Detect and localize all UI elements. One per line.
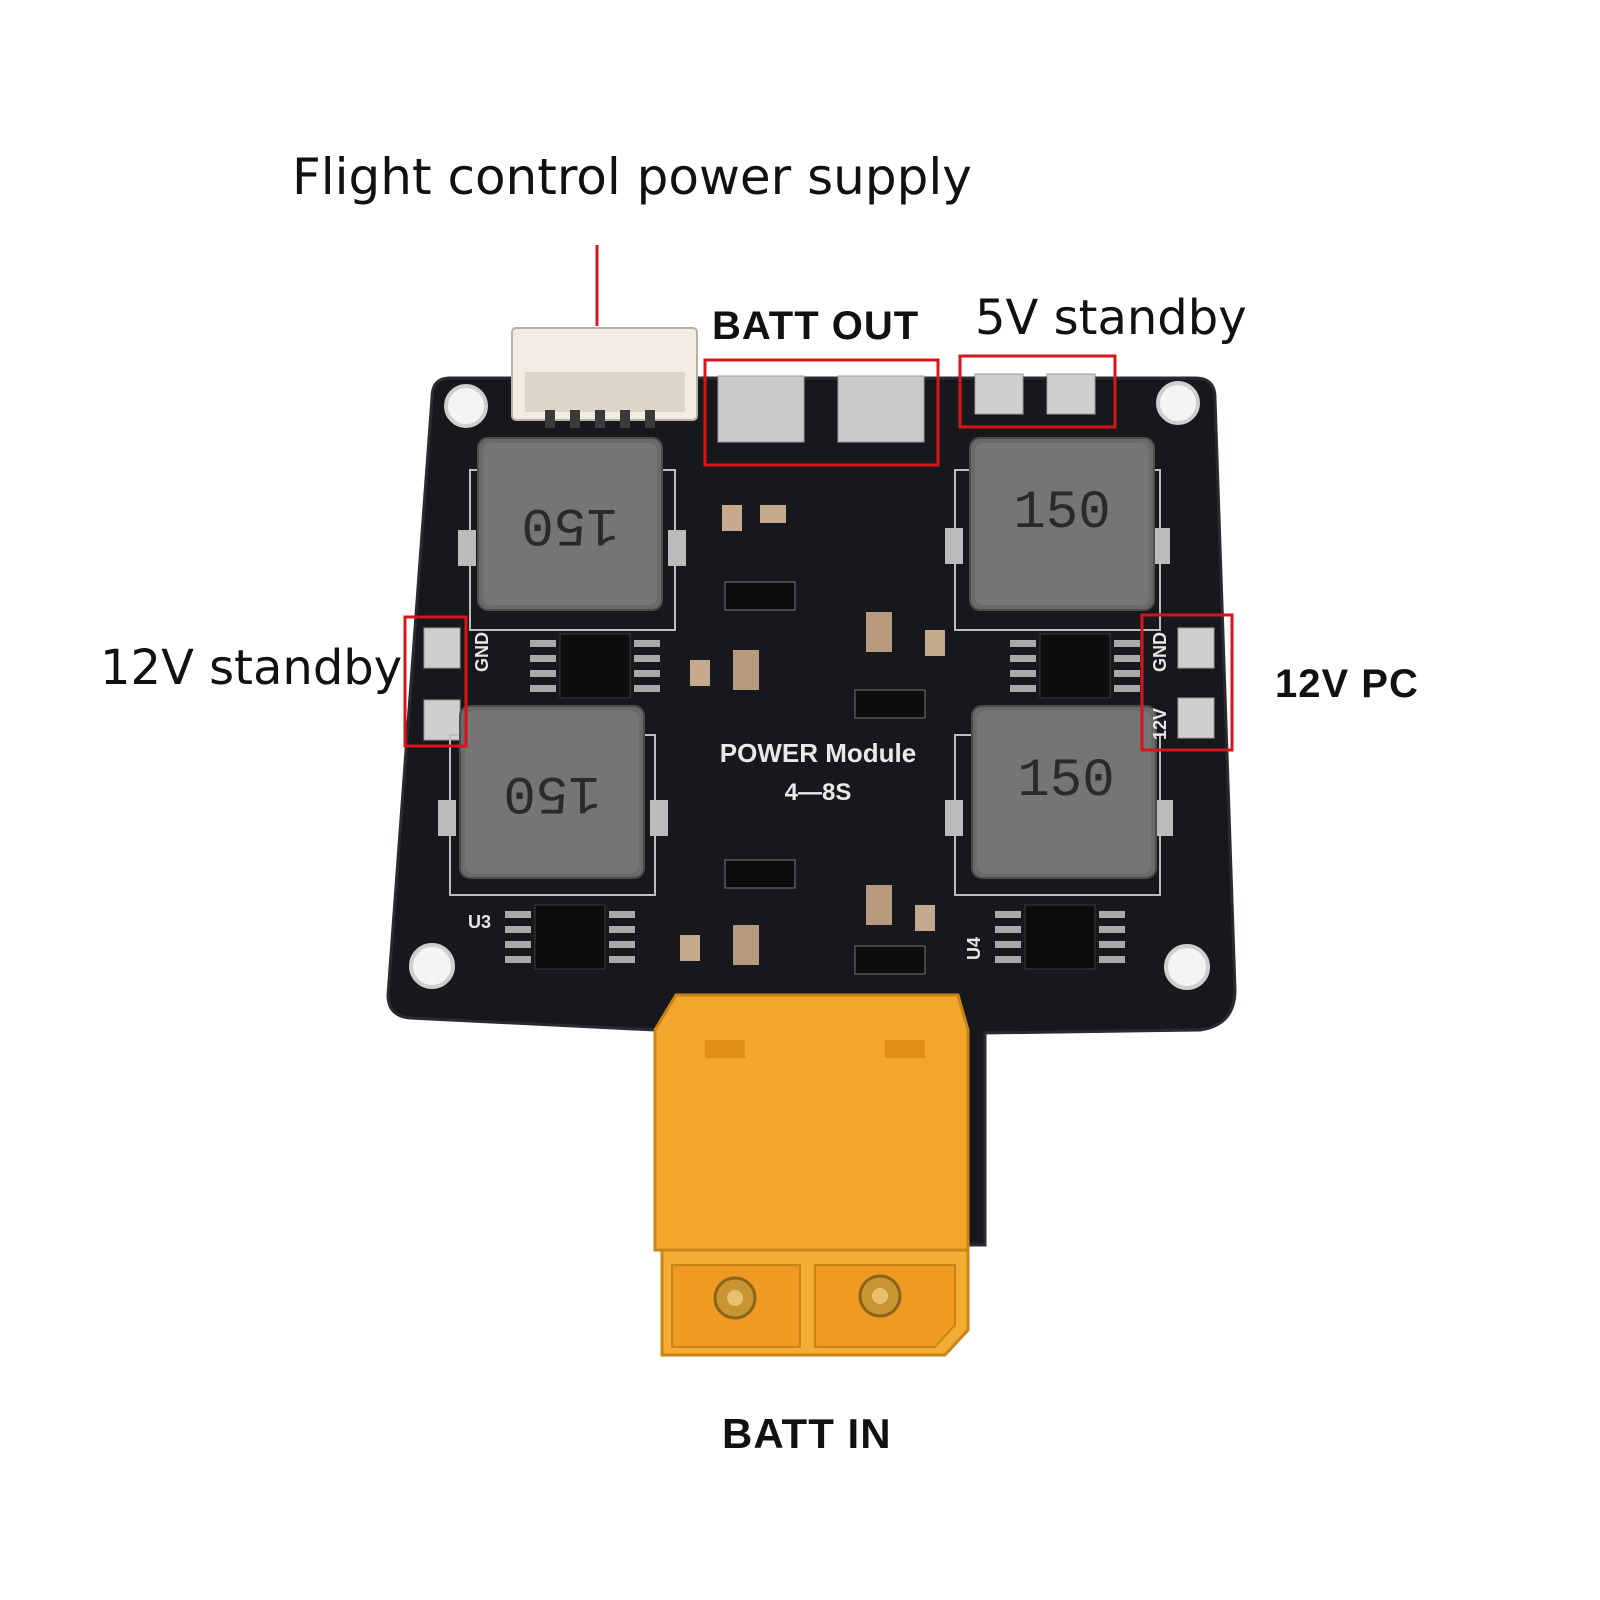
12v-pc-pads xyxy=(1177,627,1215,739)
batt-out-pads xyxy=(717,375,925,443)
12v-standby-pads xyxy=(423,627,461,741)
inductor-marking-tl: 150 xyxy=(521,493,618,554)
inductor-top-left xyxy=(458,437,686,631)
12v-standby-label: 12V standby xyxy=(100,640,403,696)
board-title: POWER Module xyxy=(720,738,916,768)
12v-pc-label: 12V PC xyxy=(1275,662,1419,706)
5v-standby-pads xyxy=(974,373,1096,415)
inductor-marking-tr: 150 xyxy=(1013,483,1110,544)
inductor-marking-bl: 150 xyxy=(503,761,600,822)
5v-standby-label: 5V standby xyxy=(975,290,1247,346)
inductor-marking-br: 150 xyxy=(1017,751,1114,812)
mounting-holes xyxy=(409,381,1210,990)
highlight-boxes xyxy=(403,354,1234,752)
silk-gnd-right: GND xyxy=(1150,632,1170,672)
xt60-battery-connector xyxy=(653,993,970,1357)
board-subtitle: 4—8S xyxy=(785,779,852,806)
batt-out-label: BATT OUT xyxy=(712,304,920,348)
ic-chips xyxy=(534,633,1111,970)
batt-in-label: BATT IN xyxy=(722,1410,892,1457)
batt-out-highlight-box xyxy=(703,358,940,467)
flight-control-connector xyxy=(511,327,698,428)
inductor-top-right xyxy=(945,437,1170,631)
inductor-bottom-right xyxy=(945,705,1173,896)
12v-standby-highlight-box xyxy=(403,615,468,748)
12v-pc-highlight-box xyxy=(1140,613,1234,752)
silk-12v-right: 12V xyxy=(1150,708,1170,740)
flight-control-power-supply-label: Flight control power supply xyxy=(292,148,972,206)
silk-u3: U3 xyxy=(468,912,491,932)
silk-gnd-left: GND xyxy=(472,632,492,672)
silk-u4: U4 xyxy=(964,937,984,960)
5v-standby-highlight-box xyxy=(958,354,1117,429)
ic-pins xyxy=(505,640,1140,963)
inductor-bottom-left xyxy=(438,705,668,896)
smd-components xyxy=(680,505,945,975)
